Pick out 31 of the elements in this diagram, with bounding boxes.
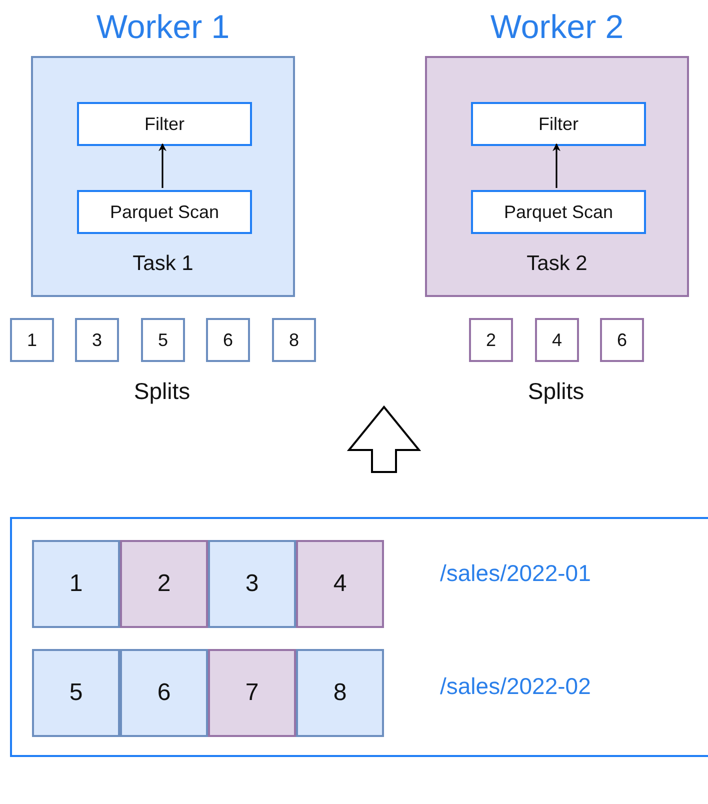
split-box: 6	[206, 318, 250, 362]
operator-box: Parquet Scan	[471, 190, 646, 234]
splits-label: Splits	[526, 378, 586, 405]
partition-cell: 2	[120, 540, 208, 628]
split-box: 4	[535, 318, 579, 362]
worker-heading: Worker 2	[489, 8, 625, 46]
operator-box: Filter	[471, 102, 646, 146]
partition-cell: 3	[208, 540, 296, 628]
partition-cell: 5	[32, 649, 120, 737]
task-label: Task 1	[132, 252, 194, 276]
path-label: /sales/2022-01	[440, 560, 592, 587]
partition-cell: 6	[120, 649, 208, 737]
splits-label: Splits	[132, 378, 192, 405]
task-label: Task 2	[526, 252, 588, 276]
worker-heading: Worker 1	[95, 8, 231, 46]
split-box: 3	[75, 318, 119, 362]
split-box: 1	[10, 318, 54, 362]
arrow	[158, 143, 166, 188]
storage-panel	[10, 517, 708, 757]
path-label: /sales/2022-02	[440, 673, 592, 700]
partition-cell: 4	[296, 540, 384, 628]
operator-box: Filter	[77, 102, 252, 146]
partition-cell: 7	[208, 649, 296, 737]
arrow	[552, 143, 560, 188]
partition-cell: 1	[32, 540, 120, 628]
split-box: 6	[600, 318, 644, 362]
split-box: 2	[469, 318, 513, 362]
operator-box: Parquet Scan	[77, 190, 252, 234]
split-box: 8	[272, 318, 316, 362]
split-box: 5	[141, 318, 185, 362]
partition-cell: 8	[296, 649, 384, 737]
